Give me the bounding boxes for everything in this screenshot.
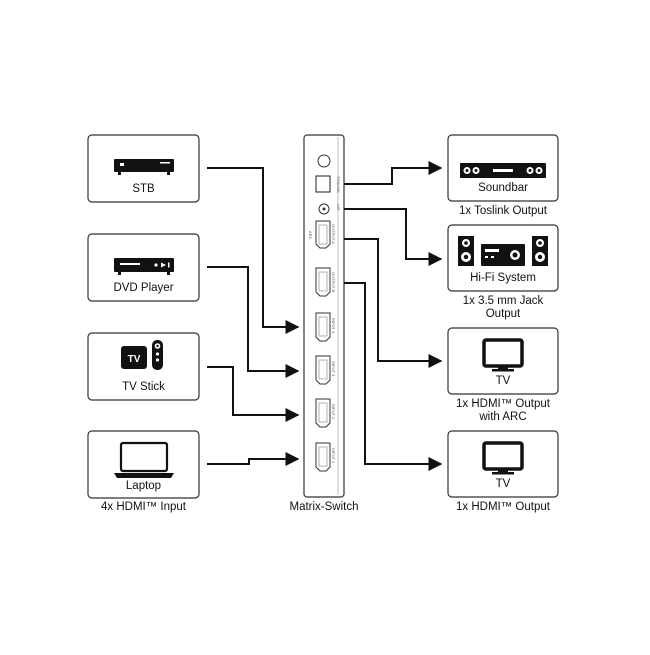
svg-text:TV: TV	[128, 354, 141, 365]
input-caption: 4x HDMI™ Input	[101, 501, 186, 513]
hifi-caption-line1: 1x 3.5 mm Jack	[462, 295, 544, 307]
soundbar-label: Soundbar	[478, 182, 528, 194]
switch-hdmi-output-b-port	[315, 267, 331, 297]
stb-connection	[207, 167, 300, 334]
dvd-connection	[207, 266, 300, 378]
switch-ir-port	[317, 154, 331, 168]
hifi-system-icon	[458, 236, 548, 266]
port-label-arc: ARC	[308, 231, 313, 240]
soundbar-caption: 1x Toslink Output	[458, 205, 547, 217]
switch-hdmi-input-2-port	[315, 398, 331, 428]
tv-caption: 1x HDMI™ Output	[456, 501, 550, 513]
matrix-switch-caption: Matrix-Switch	[289, 501, 359, 513]
port-label-output-b: OUTPUT B	[331, 272, 336, 293]
switch-hdmi-input-4-port	[315, 312, 331, 342]
stb-icon	[114, 159, 174, 175]
switch-jack-port	[318, 203, 330, 215]
port-label-output-a: OUTPUT A	[331, 224, 336, 244]
switch-hdmi-input-3-port	[315, 355, 331, 385]
port-label-input-3: INPUT 3	[331, 361, 336, 377]
soundbar-icon	[460, 163, 546, 178]
port-label-jack: L/R	[336, 204, 341, 211]
dvd-player-label: DVD Player	[113, 282, 174, 294]
switch-hdmi-input-1-port	[315, 442, 331, 472]
toslink-connection	[344, 161, 443, 185]
switch-toslink-port	[315, 175, 331, 193]
stb-label: STB	[132, 183, 155, 195]
laptop-connection	[207, 452, 300, 466]
tv-stick-label: TV Stick	[122, 381, 165, 393]
hifi-caption-line2: Output	[485, 308, 521, 320]
tv-arc-label: TV	[495, 375, 511, 387]
port-label-input-2: INPUT 2	[331, 404, 336, 420]
jack-connection	[344, 208, 443, 266]
tv-icon	[482, 441, 524, 475]
tv-arc-caption-line2: with ARC	[479, 411, 527, 423]
switch-hdmi-output-a-port	[315, 220, 331, 249]
hdmi-output-connection	[344, 282, 443, 471]
tv-arc-caption-line1: 1x HDMI™ Output	[456, 398, 550, 410]
tv-icon	[482, 338, 524, 372]
port-label-toslink: TOSLINK	[336, 176, 341, 194]
tv-stick-icon: TV	[121, 340, 163, 370]
port-label-input-1: INPUT 1	[331, 448, 336, 464]
tv-label: TV	[495, 478, 511, 490]
dvd-player-icon	[114, 258, 174, 275]
laptop-label: Laptop	[125, 480, 162, 492]
tv-stick-connection	[207, 366, 300, 422]
laptop-icon	[114, 441, 174, 478]
port-label-input-4: INPUT 4	[331, 318, 336, 334]
hifi-label: Hi-Fi System	[470, 272, 536, 284]
hdmi-arc-connection	[344, 238, 443, 368]
